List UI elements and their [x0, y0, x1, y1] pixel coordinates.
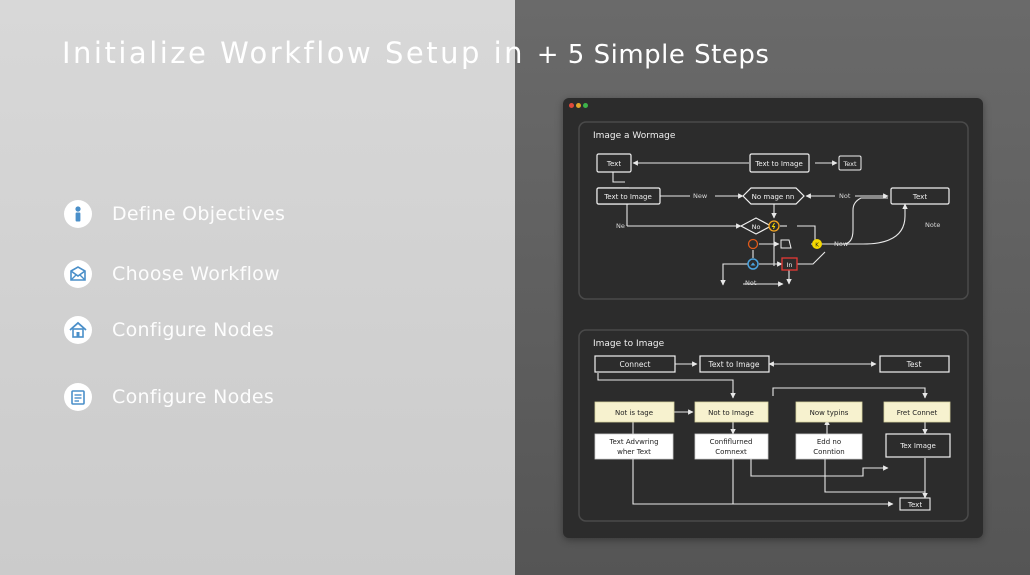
node-text-to-image-left-box	[596, 187, 661, 205]
node-text	[596, 153, 632, 173]
node-label: Text	[912, 193, 927, 201]
edge-label-now: Now	[834, 240, 849, 248]
node-fret-connet	[883, 401, 951, 423]
node-label: Now typins	[810, 409, 849, 417]
page-title: Initialize Workflow Setup in + 5 Simple …	[62, 36, 770, 70]
in-box	[781, 257, 798, 271]
step-label: Configure Nodes	[112, 386, 275, 408]
node-no-mage	[742, 187, 805, 205]
node-label: Text to Image	[603, 193, 652, 201]
node-label: No mage nn	[752, 193, 795, 201]
node-edd-no	[795, 433, 863, 460]
person-icon	[64, 200, 92, 228]
step-label: Choose Workflow	[112, 263, 280, 285]
power-icon	[747, 238, 759, 250]
node-text-right	[890, 187, 950, 205]
panel-2-frame	[578, 329, 969, 522]
node-label: wher Text	[617, 448, 651, 456]
workflow-window: Image a Wormage	[563, 98, 983, 538]
node-label: Text	[842, 160, 857, 168]
document-icon	[64, 383, 92, 411]
step-choose-workflow[interactable]: Choose Workflow	[64, 259, 280, 289]
node-label: Text	[907, 501, 922, 509]
node-confiflurned	[694, 433, 769, 460]
node-text-bottom	[899, 497, 931, 511]
step-label: Configure Nodes	[112, 319, 275, 341]
edge-label-ne: Ne	[616, 222, 625, 230]
node-label: Tex Image	[899, 442, 936, 450]
step-configure-nodes[interactable]: Configure Nodes	[64, 315, 274, 345]
node-text-to-image	[699, 355, 770, 373]
edge-label-not: Not	[839, 192, 851, 200]
edge-label-note: Note	[925, 221, 940, 229]
node-test	[879, 355, 950, 373]
node-label: Text	[606, 160, 621, 168]
node-label: Confiflurned	[710, 438, 753, 446]
node-connect	[594, 355, 676, 373]
node-label: Not to Image	[708, 409, 754, 417]
node-label: Not is tage	[615, 409, 653, 417]
node-label: Text to Image	[754, 160, 803, 168]
workflow-diagram: Image a Wormage	[578, 121, 969, 522]
in-label: In	[786, 261, 792, 269]
home-icon	[64, 316, 92, 344]
node-label: Comnext	[715, 448, 747, 456]
node-now-typins	[795, 401, 863, 423]
step-label: Define Objectives	[112, 203, 286, 225]
node-text-to-image	[749, 153, 810, 173]
node-label: No	[752, 223, 761, 231]
node-text-advwring	[594, 433, 674, 460]
panel-1-title: Image a Wormage	[593, 131, 676, 141]
node-label: Conntion	[813, 448, 844, 456]
status-icon	[812, 239, 822, 249]
panel-2-title: Image to Image	[593, 339, 665, 349]
node-text-tag	[838, 155, 862, 171]
node-label: Text Advwring	[608, 438, 658, 446]
node-label: Text to Image	[708, 360, 760, 369]
node-not-is-tage	[594, 401, 675, 423]
edge-label-not-bottom: Not	[745, 279, 757, 287]
node-label: Test	[906, 360, 922, 369]
node-label: Edd no	[817, 438, 841, 446]
step-define-objectives[interactable]: Define Objectives	[64, 199, 285, 229]
left-background	[0, 0, 515, 575]
node-not-to-image	[694, 401, 769, 423]
edge-label-new: New	[693, 192, 708, 200]
envelope-icon	[64, 260, 92, 288]
node-tex-image	[885, 433, 951, 458]
step-configure-nodes-2[interactable]: Configure Nodes	[64, 382, 274, 412]
close-dot-icon[interactable]	[569, 103, 574, 108]
minimize-dot-icon[interactable]	[576, 103, 581, 108]
node-label: Connect	[619, 360, 650, 369]
node-label: Fret Connet	[897, 409, 938, 417]
maximize-dot-icon[interactable]	[583, 103, 588, 108]
funnel-icon	[780, 239, 792, 249]
panel-1-frame	[578, 121, 969, 300]
status-icon-glyph: K	[815, 243, 819, 249]
